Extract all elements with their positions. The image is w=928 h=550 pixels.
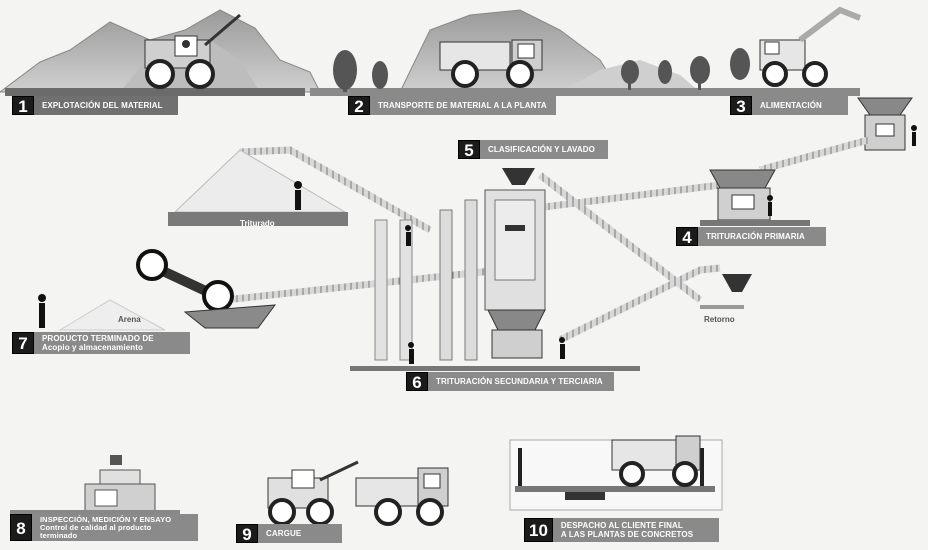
step-4-number: 4 bbox=[676, 227, 698, 247]
step-4-text: TRITURACIÓN PRIMARIA bbox=[706, 232, 805, 241]
crusher-icon bbox=[857, 97, 913, 151]
step-6-number: 6 bbox=[406, 372, 428, 392]
step-10-text: DESPACHO AL CLIENTE FINAL bbox=[560, 521, 683, 530]
excavator-icon bbox=[144, 13, 241, 89]
step-8-text: INSPECCIÓN, MEDICIÓN Y ENSAYO bbox=[40, 514, 172, 524]
conveyor-icon bbox=[224, 136, 869, 344]
lab-equipment-icon bbox=[10, 455, 180, 515]
step-1-text: EXPLOTACIÓN DEL MATERIAL bbox=[42, 101, 163, 110]
step-8-number: 8 bbox=[10, 514, 32, 541]
step-3-text: ALIMENTACIÓN bbox=[760, 101, 822, 110]
step-8-subtext2: terminado bbox=[40, 530, 78, 540]
step-6-label: 6 TRITURACIÓN SECUNDARIA Y TERCIARIA bbox=[406, 372, 614, 392]
screen-tower-icon bbox=[350, 168, 640, 371]
step-10-label: 10 DESPACHO AL CLIENTE FINAL A LAS PLANT… bbox=[524, 518, 719, 542]
step-10-subtext: A LAS PLANTAS DE CONCRETOS bbox=[560, 530, 694, 539]
step-2-label: 2 TRANSPORTE DE MATERIAL A LA PLANTA bbox=[348, 96, 556, 116]
step-7-subtext: Acopio y almacenamiento bbox=[42, 343, 143, 352]
step-7-text: PRODUCTO TERMINADO DE bbox=[42, 334, 154, 343]
step-1-number: 1 bbox=[12, 96, 34, 116]
step-3-number: 3 bbox=[730, 96, 752, 116]
step-8-subtext: Control de calidad al producto bbox=[40, 522, 152, 532]
loader-icon bbox=[267, 460, 359, 526]
step-7-number: 7 bbox=[12, 332, 34, 354]
step-7-label: 7 PRODUCTO TERMINADO DE Acopio y almacen… bbox=[12, 332, 190, 354]
step-4-label: 4 TRITURACIÓN PRIMARIA bbox=[676, 227, 826, 247]
step-5-text: CLASIFICACIÓN Y LAVADO bbox=[488, 145, 595, 154]
step-9-label: 9 CARGUE bbox=[236, 524, 342, 544]
step-3-label: 3 ALIMENTACIÓN bbox=[730, 96, 848, 116]
dump-truck-icon bbox=[759, 6, 862, 87]
tag-triturado: Triturado bbox=[240, 219, 275, 228]
step-9-number: 9 bbox=[236, 524, 258, 544]
step-1-label: 1 EXPLOTACIÓN DEL MATERIAL bbox=[12, 96, 178, 116]
dump-truck-icon bbox=[355, 467, 449, 526]
crusher-icon bbox=[700, 169, 810, 226]
step-9-text: CARGUE bbox=[266, 529, 302, 538]
dump-truck-icon bbox=[439, 39, 543, 88]
stockpile bbox=[168, 149, 348, 226]
return-hopper bbox=[700, 274, 752, 309]
step-6-text: TRITURACIÓN SECUNDARIA Y TERCIARIA bbox=[436, 377, 603, 386]
tag-retorno: Retorno bbox=[704, 315, 735, 324]
weighbridge-icon bbox=[509, 435, 723, 511]
step-5-number: 5 bbox=[458, 140, 480, 160]
tag-arena: Arena bbox=[118, 315, 141, 324]
sand-classifier-icon bbox=[58, 249, 277, 331]
step-5-label: 5 CLASIFICACIÓN Y LAVADO bbox=[458, 140, 608, 160]
tree-icon bbox=[333, 48, 750, 92]
step-2-number: 2 bbox=[348, 96, 370, 116]
step-8-label: 8 INSPECCIÓN, MEDICIÓN Y ENSAYO Control … bbox=[10, 514, 198, 541]
step-10-number: 10 bbox=[524, 518, 553, 542]
step-2-text: TRANSPORTE DE MATERIAL A LA PLANTA bbox=[378, 101, 547, 110]
